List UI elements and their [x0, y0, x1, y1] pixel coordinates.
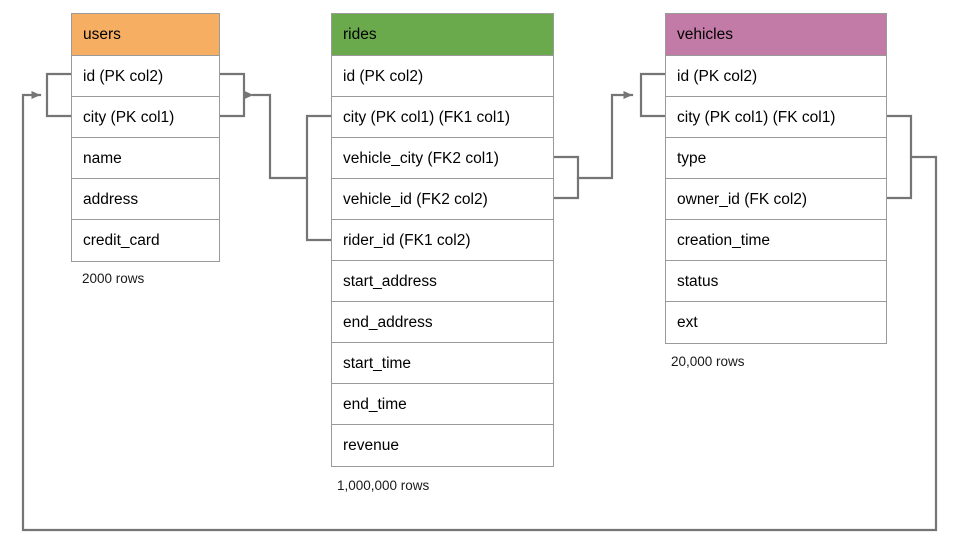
- field-vehicles-ext[interactable]: ext: [677, 314, 698, 331]
- entity-table-vehicles[interactable]: vehicles id (PK col2) city (PK col1) (FK…: [665, 13, 887, 344]
- entity-header-vehicles: vehicles: [666, 14, 886, 56]
- connector-rides-fk2-to-vehicles: [576, 91, 634, 180]
- users-right-bracket: [218, 72, 246, 118]
- field-users-id[interactable]: id (PK col2): [72, 56, 219, 97]
- field-vehicles-type[interactable]: type: [666, 138, 886, 179]
- field-vehicles-creation-time[interactable]: creation_time: [666, 220, 886, 261]
- users-left-bracket: [45, 72, 73, 118]
- vehicles-fk-bracket: [885, 114, 913, 200]
- field-rides-id[interactable]: id (PK col2): [332, 56, 553, 97]
- field-rides-vehicle-city[interactable]: vehicle_city (FK2 col1): [332, 138, 553, 179]
- field-users-credit-card[interactable]: credit_card: [83, 232, 160, 249]
- field-vehicles-owner-id[interactable]: owner_id (FK col2): [666, 179, 886, 220]
- field-rides-end-time[interactable]: end_time: [332, 384, 553, 425]
- entity-table-users[interactable]: users id (PK col2) city (PK col1) name a…: [71, 13, 220, 262]
- vehicles-left-bracket: [639, 72, 667, 118]
- row-count-users: 2000 rows: [82, 271, 145, 286]
- field-vehicles-status[interactable]: status: [666, 261, 886, 302]
- field-rides-end-address[interactable]: end_address: [332, 302, 553, 343]
- row-count-rides: 1,000,000 rows: [337, 478, 430, 493]
- rides-fk1-bracket: [305, 114, 333, 242]
- row-count-vehicles: 20,000 rows: [671, 354, 745, 369]
- entity-header-rides: rides: [332, 14, 553, 56]
- field-users-name[interactable]: name: [72, 138, 219, 179]
- connector-rides-fk1-to-users: [244, 91, 309, 180]
- field-rides-rider-id[interactable]: rider_id (FK1 col2): [332, 220, 553, 261]
- rides-fk2-bracket: [552, 155, 580, 200]
- field-vehicles-id[interactable]: id (PK col2): [666, 56, 886, 97]
- field-rides-start-time[interactable]: start_time: [332, 343, 553, 384]
- entity-header-users: users: [72, 14, 219, 56]
- field-rides-revenue[interactable]: revenue: [343, 437, 400, 454]
- field-rides-city[interactable]: city (PK col1) (FK1 col1): [332, 97, 553, 138]
- field-rides-vehicle-id[interactable]: vehicle_id (FK2 col2): [332, 179, 553, 220]
- field-rides-start-address[interactable]: start_address: [332, 261, 553, 302]
- field-vehicles-city[interactable]: city (PK col1) (FK col1): [666, 97, 886, 138]
- entity-table-rides[interactable]: rides id (PK col2) city (PK col1) (FK1 c…: [331, 13, 554, 467]
- field-users-city[interactable]: city (PK col1): [72, 97, 219, 138]
- field-users-address[interactable]: address: [72, 179, 219, 220]
